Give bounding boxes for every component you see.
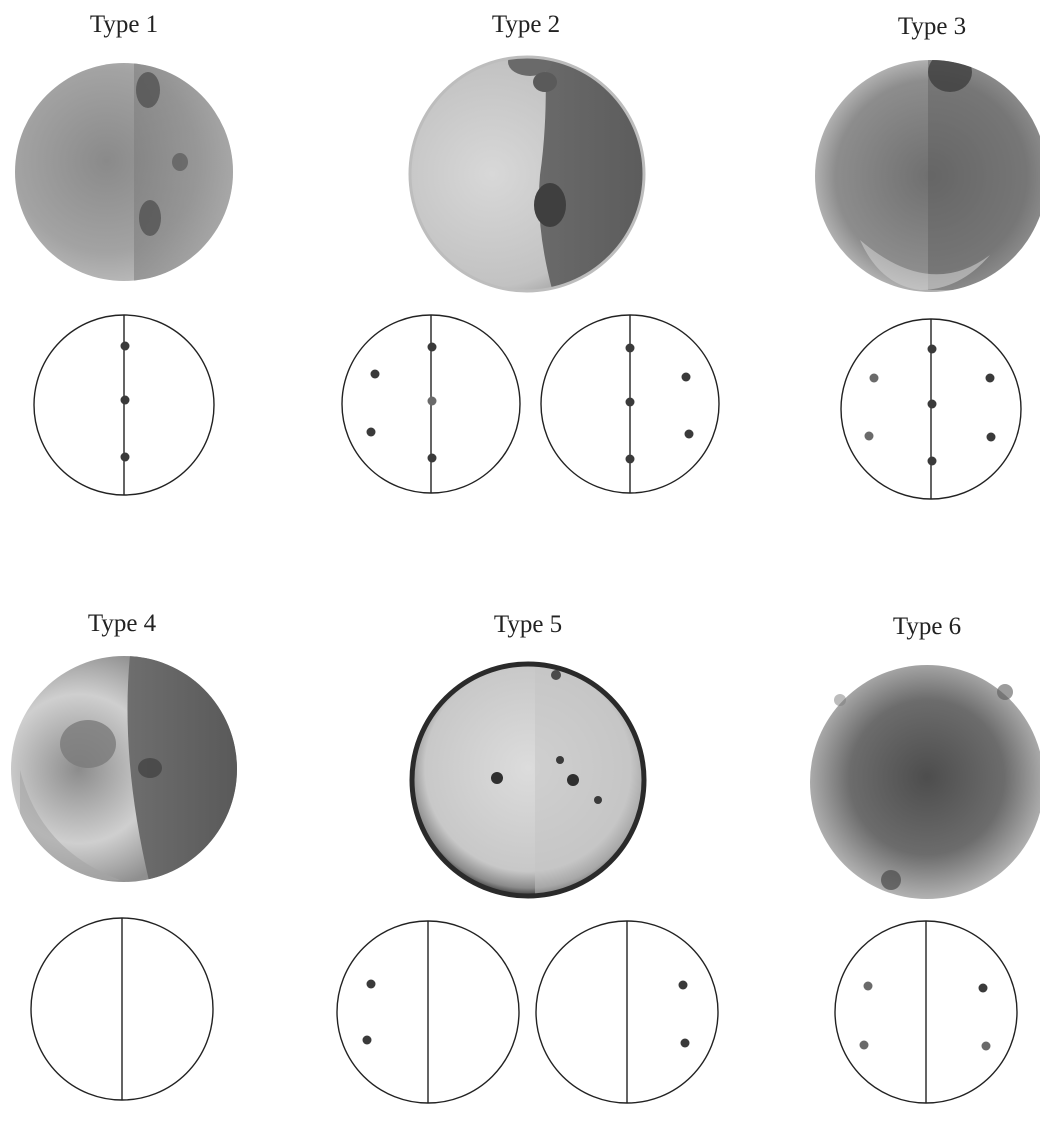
dot (986, 374, 995, 383)
dot (685, 430, 694, 439)
dot (371, 370, 380, 379)
type-6-schematic (835, 921, 1017, 1103)
type-3-schematic (841, 319, 1021, 499)
dot (682, 373, 691, 382)
dot (428, 343, 437, 352)
dot (860, 1041, 869, 1050)
dot (865, 432, 874, 441)
type-2-plate-photo (410, 48, 660, 300)
dot (626, 398, 635, 407)
type-3-plate-photo (815, 52, 1040, 292)
dot (121, 396, 130, 405)
dot (982, 1042, 991, 1051)
dot (679, 981, 688, 990)
dot (428, 454, 437, 463)
dot (367, 980, 376, 989)
type-5-schematic-a (337, 921, 519, 1103)
dot (367, 428, 376, 437)
type-4-schematic (31, 918, 213, 1100)
type-2-schematic-a (342, 315, 520, 493)
dot (979, 984, 988, 993)
type-4-plate-photo (11, 655, 250, 885)
dot (363, 1036, 372, 1045)
dot (928, 400, 937, 409)
type-1-plate-photo (15, 60, 244, 290)
type-6-plate-photo (810, 665, 1040, 899)
type-1-schematic (34, 315, 214, 495)
type-2-schematic-b (541, 315, 719, 493)
dot (928, 457, 937, 466)
dot (121, 453, 130, 462)
dot (626, 455, 635, 464)
type-5-schematic-b (536, 921, 718, 1103)
dot (928, 345, 937, 354)
type-5-plate-photo (411, 663, 665, 900)
dot (626, 344, 635, 353)
dot (864, 982, 873, 991)
dot (428, 397, 437, 406)
dot (987, 433, 996, 442)
dot (681, 1039, 690, 1048)
dot (870, 374, 879, 383)
dot (121, 342, 130, 351)
